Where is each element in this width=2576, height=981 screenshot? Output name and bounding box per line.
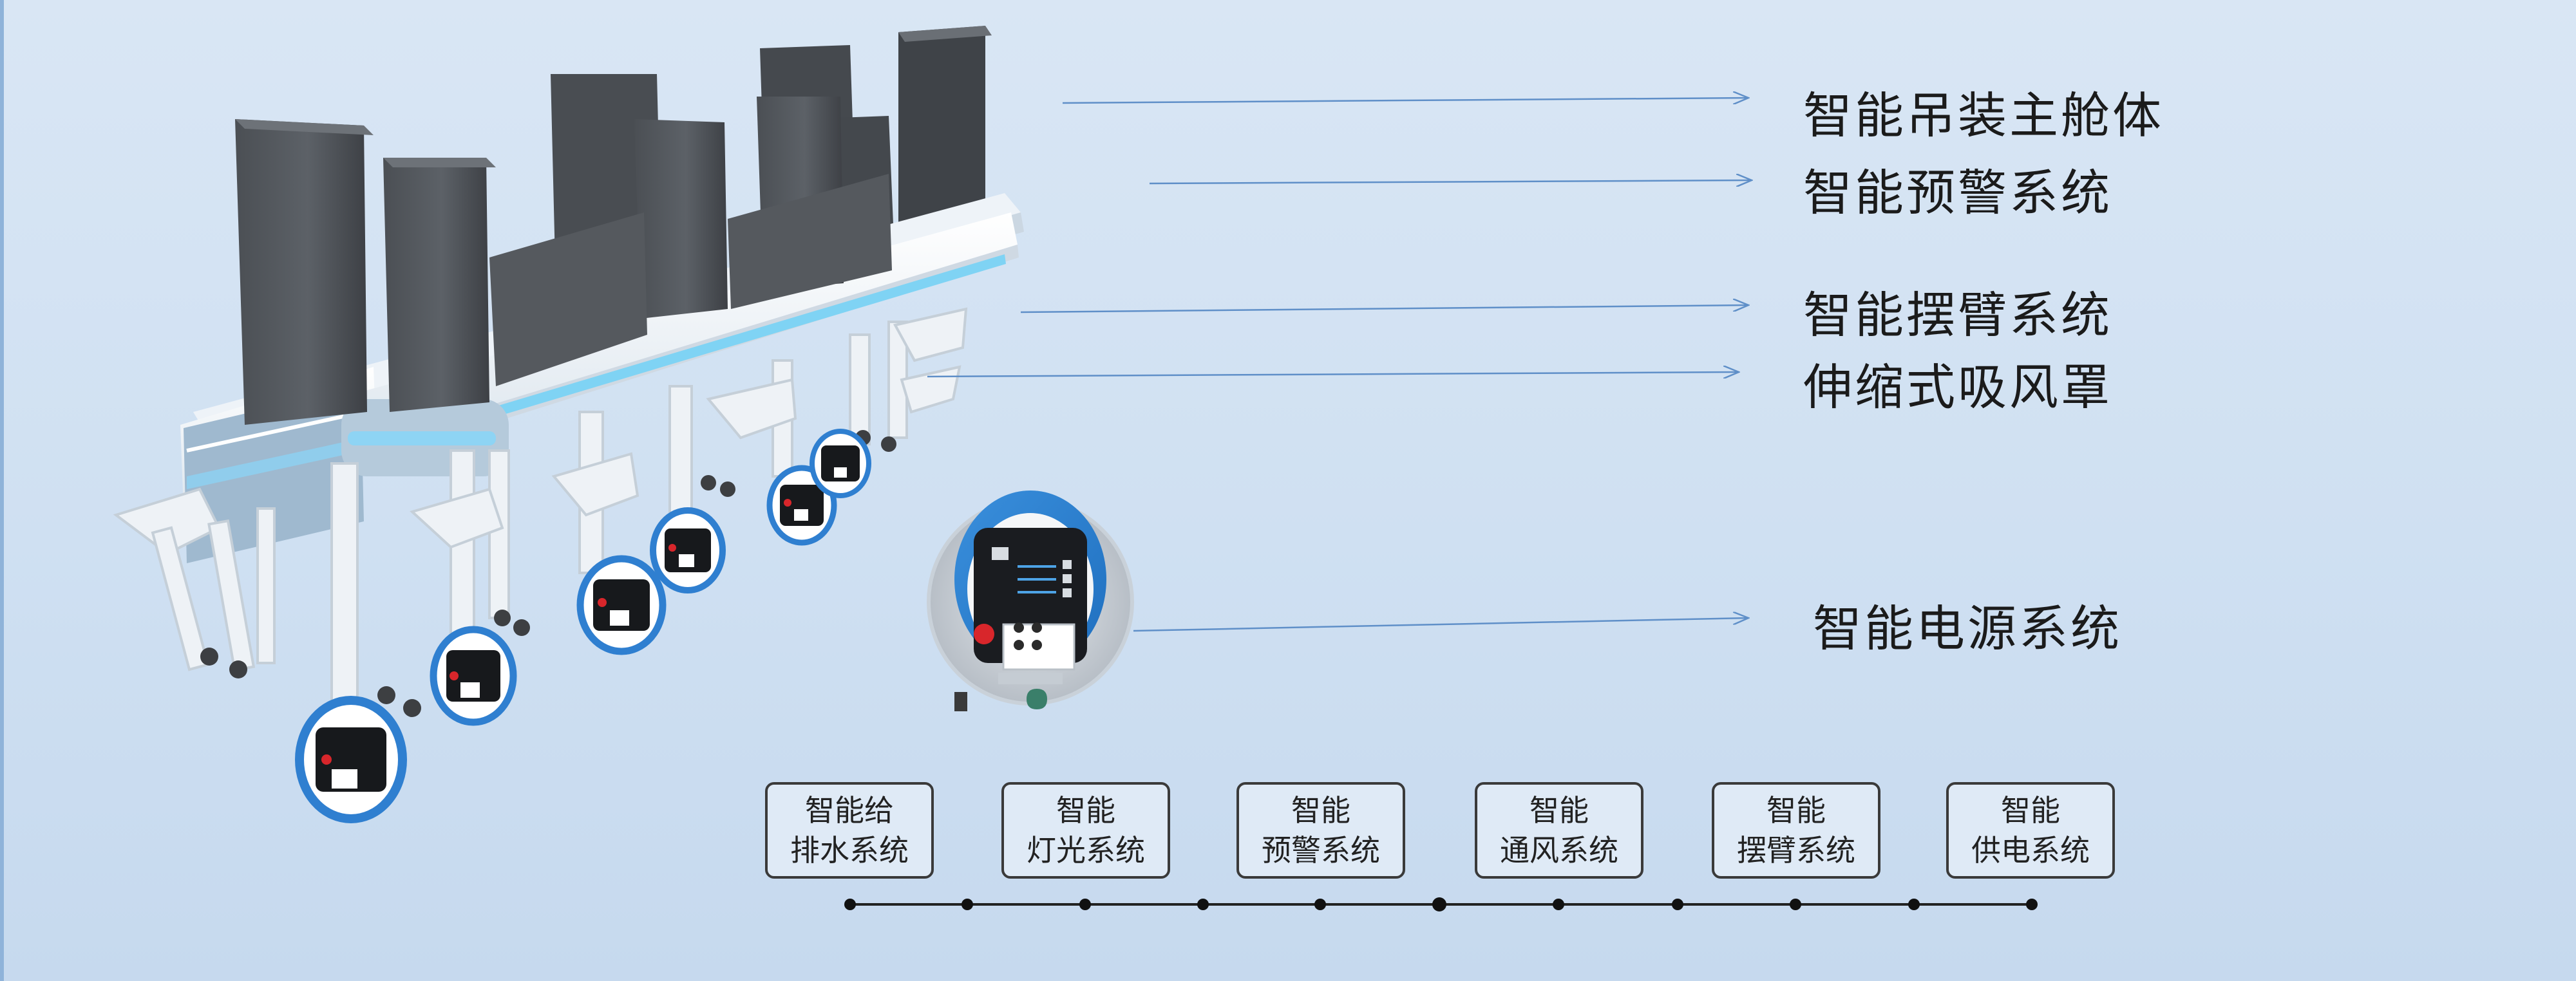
- system-box-line2: 灯光系统: [1027, 833, 1145, 868]
- emergency-stop-icon: [974, 624, 994, 644]
- system-box-line2: 排水系统: [790, 833, 909, 868]
- system-box-line1: 智能: [1530, 793, 1589, 828]
- system-box-line1: 智能: [1291, 793, 1350, 828]
- system-box-line1: 智能: [2001, 793, 2060, 828]
- system-box-warning: 智能 预警系统: [1236, 782, 1405, 879]
- system-box-water: 智能给 排水系统: [765, 782, 934, 879]
- callout-power-system: 智能电源系统: [1813, 600, 2122, 657]
- system-timeline: [844, 897, 2038, 911]
- power-pods: [295, 429, 871, 823]
- system-box-swing-arm: 智能 摆臂系统: [1712, 782, 1880, 879]
- callout-warning-system: 智能预警系统: [1803, 164, 2112, 221]
- system-box-ventilation: 智能 通风系统: [1475, 782, 1643, 879]
- left-edge-stripe: [0, 0, 4, 981]
- system-box-line2: 通风系统: [1500, 833, 1618, 868]
- caster-wheels: [200, 430, 896, 717]
- system-box-power-supply: 智能 供电系统: [1946, 782, 2115, 879]
- swing-arms: [113, 307, 968, 716]
- zoom-detail: [927, 490, 1134, 711]
- system-box-lighting: 智能 灯光系统: [1001, 782, 1170, 879]
- callout-lines: [927, 98, 1752, 632]
- callout-swing-arm-system: 智能摆臂系统: [1803, 286, 2112, 344]
- system-box-line1: 智能: [1766, 793, 1826, 828]
- callout-telescopic-hood: 伸缩式吸风罩: [1803, 359, 2112, 416]
- system-box-line2: 摆臂系统: [1737, 833, 1855, 868]
- system-box-line2: 供电系统: [1971, 833, 2090, 868]
- callout-lifting-cabin: 智能吊装主舱体: [1803, 87, 2164, 144]
- system-box-line2: 预警系统: [1262, 833, 1380, 868]
- system-box-line1: 智能: [1056, 793, 1115, 828]
- cabin-towers-front: [235, 97, 892, 425]
- system-box-line1: 智能给: [805, 793, 894, 828]
